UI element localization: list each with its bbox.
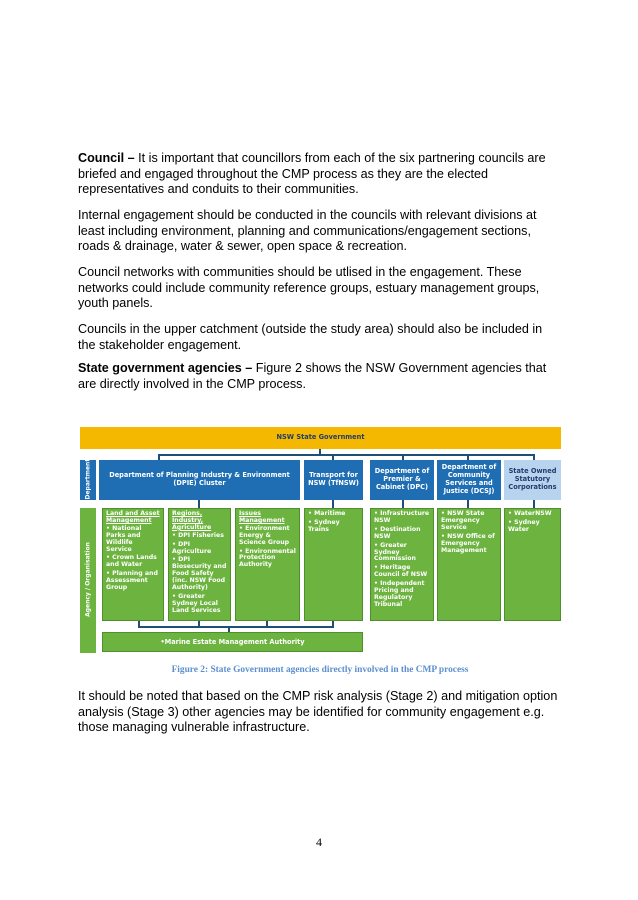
state-lead: State government agencies –: [78, 361, 253, 375]
list-item: • Environment Energy & Science Group: [239, 524, 290, 546]
list-item: • NSW State Emergency Service: [441, 510, 485, 531]
list-item: • Crown Lands and Water: [106, 554, 157, 569]
council-paragraph: Council – It is important that councillo…: [78, 151, 562, 198]
connector-line: [138, 626, 334, 628]
list-item: • Heritage Council of NSW: [374, 564, 428, 579]
list-item: • Sydney Water: [508, 518, 540, 533]
department-side-bar: Department: [80, 458, 96, 500]
transport-box: • Maritime • Sydney Trains: [304, 508, 363, 621]
list-item: • Destination NSW: [374, 525, 421, 540]
land-asset-box: Land and Asset Management • National Par…: [102, 508, 164, 621]
connector-line: [467, 500, 469, 508]
dpc-box: Department of Premier & Cabinet (DPC): [370, 460, 434, 500]
connector-line: [198, 500, 200, 508]
connector-line: [402, 500, 404, 508]
council-lead: Council –: [78, 151, 135, 165]
list-item: • DPI Biosecurity and Food Safety (inc. …: [172, 556, 227, 592]
list-item: • NSW Office of Emergency Management: [441, 532, 495, 554]
connector-line: [332, 500, 334, 508]
tfnsw-box: Transport for NSW (TfNSW): [304, 460, 363, 500]
connector-line: [228, 626, 230, 632]
group-title: Issues Management: [239, 510, 285, 524]
dcsj-box: Department of Community Services and Jus…: [437, 460, 501, 500]
list-item: • National Parks and Wildlife Service: [106, 524, 142, 553]
marine-estate-box: •Marine Estate Management Authority: [102, 632, 363, 652]
internal-paragraph: Internal engagement should be conducted …: [78, 208, 537, 253]
regions-box: Regions, Industry, Agriculture • DPI Fis…: [168, 508, 231, 621]
list-item: • Independent Pricing and Regulatory Tri…: [374, 580, 425, 608]
upper-catchment-paragraph: Councils in the upper catchment (outside…: [78, 322, 543, 352]
council-body: It is important that councillors from ea…: [78, 151, 546, 196]
department-label: Department: [84, 458, 92, 500]
list-item: • Maritime: [308, 510, 346, 517]
dpc-agencies-box: • Infrastructure NSW • Destination NSW •…: [370, 508, 434, 621]
nsw-state-government-box: NSW State Government: [80, 427, 561, 449]
list-item: • Infrastructure NSW: [374, 510, 430, 524]
connector-line: [266, 621, 268, 627]
list-item: • Environmental Protection Authority: [239, 547, 296, 569]
connector-line: [198, 621, 200, 627]
connector-line: [533, 500, 535, 508]
note-paragraph: It should be noted that based on the CMP…: [78, 689, 558, 734]
state-agencies-paragraph: State government agencies – Figure 2 sho…: [78, 361, 562, 392]
list-item: • Planning and Assessment Group: [106, 570, 158, 592]
list-item: • Greater Sydney Local Land Services: [172, 592, 221, 614]
list-item: • Greater Sydney Commission: [374, 541, 416, 563]
soc-agencies-box: • WaterNSW • Sydney Water: [504, 508, 561, 621]
connector-line: [533, 454, 535, 460]
networks-paragraph: Council networks with communities should…: [78, 265, 540, 310]
page-number: 4: [316, 835, 322, 849]
state-body: Figure 2 shows the NSW Government agenci…: [78, 361, 547, 391]
issues-box: Issues Management • Environment Energy &…: [235, 508, 300, 621]
figure-caption: Figure 2: State Government agencies dire…: [171, 665, 469, 675]
list-item: • WaterNSW: [508, 510, 552, 517]
soc-box: State Owned Statutory Corporations: [504, 460, 561, 500]
list-item: • Sydney Trains: [308, 518, 340, 533]
group-title: Regions, Industry, Agriculture: [172, 510, 212, 531]
connector-line: [319, 449, 321, 455]
connector-line: [402, 454, 404, 460]
list-item: • DPI Fisheries: [172, 531, 224, 539]
group-title: Land and Asset Management: [106, 510, 160, 524]
connector-line: [138, 621, 140, 627]
agency-label: Agency / Organisation: [84, 542, 92, 617]
dpie-box: Department of Planning Industry & Enviro…: [99, 460, 300, 500]
connector-line: [158, 454, 534, 456]
list-item: • DPI Agriculture: [172, 540, 212, 555]
agency-diagram: NSW State Government Department Departme…: [78, 425, 563, 655]
dcsj-agencies-box: • NSW State Emergency Service • NSW Offi…: [437, 508, 501, 621]
connector-line: [332, 454, 334, 460]
agency-side-bar: Agency / Organisation: [80, 508, 96, 653]
connector-line: [158, 454, 160, 460]
connector-line: [332, 621, 334, 627]
connector-line: [467, 454, 469, 460]
